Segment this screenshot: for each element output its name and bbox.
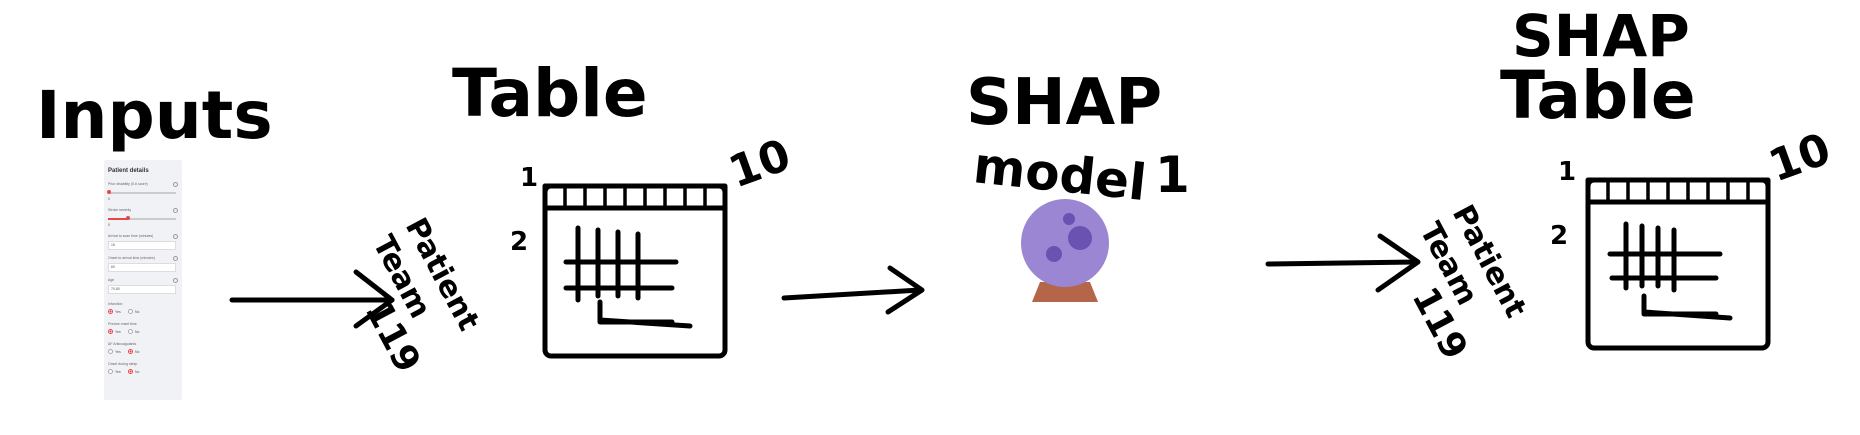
patient-team-right: Patient Team 119 <box>1404 199 1534 366</box>
crystal-ball-icon <box>1021 199 1109 302</box>
row-1-label-right: 1 <box>1558 157 1576 187</box>
slider-handle[interactable] <box>126 216 130 220</box>
radio-no-label: No <box>135 350 140 354</box>
radio-no-label: No <box>135 330 140 334</box>
row-2-label-right: 2 <box>1550 221 1568 251</box>
help-icon[interactable] <box>173 256 178 261</box>
col-10-label-right: 10 <box>1762 123 1837 192</box>
patient-details-panel: Patient details Prior disability (0-6 sc… <box>104 160 182 400</box>
select-box[interactable]: 15 <box>108 241 176 250</box>
row-1-label: 1 <box>520 163 538 193</box>
radio-no[interactable] <box>128 329 133 334</box>
panel-title: Patient details <box>108 168 149 174</box>
slider-fill <box>108 218 128 220</box>
radio-yes-label: Yes <box>115 310 121 314</box>
slider-handle[interactable] <box>107 190 111 194</box>
select-box[interactable]: 60 <box>108 263 176 272</box>
select-box[interactable]: 70-80 <box>108 285 176 294</box>
row-2-label: 2 <box>510 227 528 257</box>
field-label: Arrival to scan time (minutes) <box>108 234 154 238</box>
help-icon[interactable] <box>173 182 178 187</box>
radio-yes[interactable] <box>108 309 113 314</box>
radio-no[interactable] <box>128 309 133 314</box>
help-icon[interactable] <box>173 278 178 283</box>
shap-model-title: SHAP <box>966 66 1162 140</box>
help-icon[interactable] <box>173 234 178 239</box>
field-label: Onset to arrival time (minutes) <box>108 256 155 260</box>
field-label: Stroke severity <box>108 208 132 212</box>
patient-team-left: Patient Team 119 <box>357 212 487 379</box>
table-drawing-right <box>1585 177 1771 351</box>
col-10-label: 10 <box>722 129 797 198</box>
radio-yes[interactable] <box>108 329 113 334</box>
field-label: Age <box>108 278 115 282</box>
radio-no[interactable] <box>128 369 133 374</box>
radio-yes-label: Yes <box>115 350 121 354</box>
radio-yes-label: Yes <box>115 370 121 374</box>
radio-group-label: Precise onset time <box>108 322 137 326</box>
radio-yes[interactable] <box>108 349 113 354</box>
radio-yes[interactable] <box>108 369 113 374</box>
radio-group-label: Onset during sleep <box>108 362 138 366</box>
slider-track[interactable] <box>108 192 176 194</box>
radio-group-label: AF Anticoagulants <box>108 342 137 346</box>
slider-value: 0 <box>108 223 110 227</box>
slider-value: 0 <box>108 197 110 201</box>
table-drawing-left <box>542 183 728 359</box>
radio-no[interactable] <box>128 349 133 354</box>
table-label-left: Table <box>452 55 648 132</box>
shap-table-title: SHAP <box>1512 2 1690 70</box>
shap-table-subtitle: Table <box>1500 57 1696 134</box>
radio-no-label: No <box>135 370 140 374</box>
arrow-1 <box>229 269 395 329</box>
arrow-2 <box>781 265 925 315</box>
radio-no-label: No <box>135 310 140 314</box>
help-icon[interactable] <box>173 208 178 213</box>
radio-yes-label: Yes <box>115 330 121 334</box>
arrow-3 <box>1265 233 1421 293</box>
slider-track[interactable] <box>108 218 176 220</box>
inputs-label: Inputs <box>36 77 273 154</box>
field-label: Prior disability (0-6 score) <box>108 182 148 186</box>
shap-model-subtitle-1: 1 <box>1155 146 1190 204</box>
radio-group-label: Infarction <box>108 302 123 306</box>
